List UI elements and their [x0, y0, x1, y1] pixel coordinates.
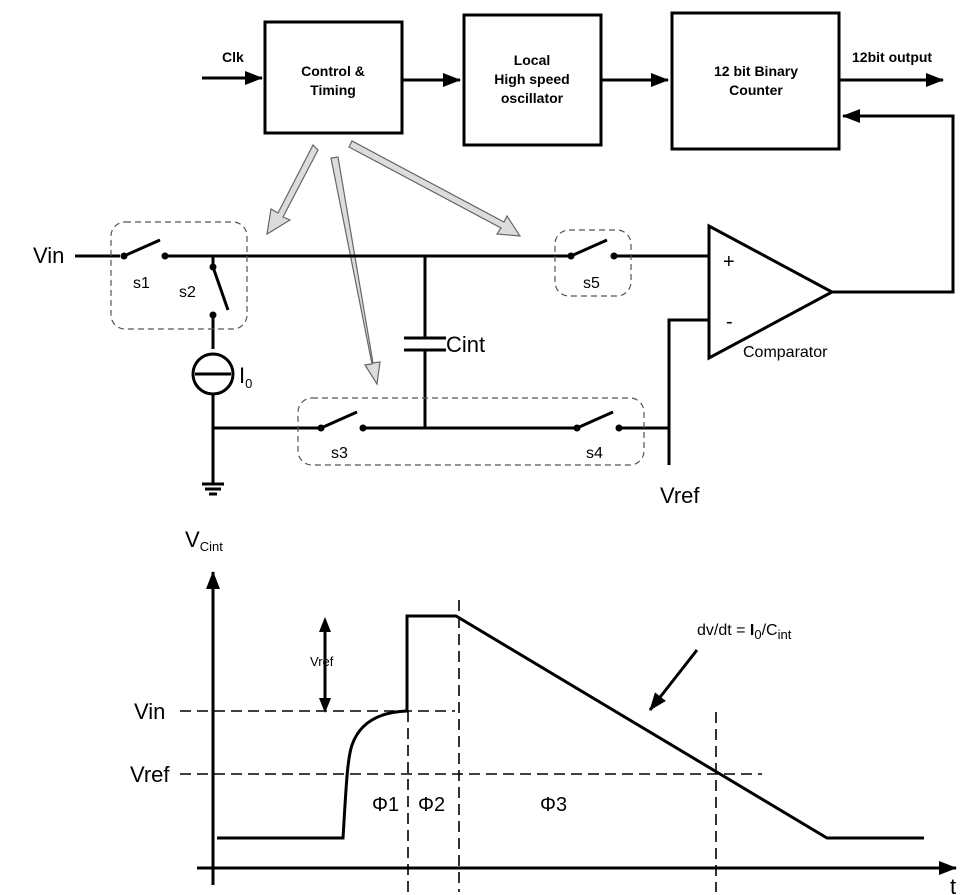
- comparator-label: Comparator: [743, 344, 828, 361]
- switch-s2: [209, 256, 230, 319]
- cint-label: Cint: [446, 332, 485, 357]
- clk-input: Clk: [202, 49, 263, 85]
- slope-i-sub: 0: [754, 627, 761, 642]
- vref-magnitude-arrow: [319, 617, 331, 713]
- slope-slash: /C: [762, 622, 778, 639]
- ground-symbol: [202, 482, 224, 496]
- i0-label: I0: [239, 363, 252, 391]
- vin-input-label: Vin: [33, 243, 64, 268]
- slope-c-sub: int: [778, 627, 792, 642]
- phase-label-1: Φ1: [372, 794, 399, 816]
- vref-input-label: Vref: [660, 483, 700, 508]
- counter-label-2: Counter: [729, 82, 783, 98]
- oscillator-block: Local High speed oscillator: [462, 13, 603, 147]
- comparator-plus: +: [723, 251, 735, 273]
- control-arrow-s1s2: [266, 143, 319, 236]
- switch-group-s5: [554, 229, 632, 297]
- switch-group-s1-s2: [110, 221, 248, 330]
- output-label: 12bit output: [852, 49, 932, 65]
- control-arrow-s3s4: [330, 156, 381, 386]
- phase-label-2: Φ2: [418, 794, 445, 816]
- waveform-xlabel: t: [950, 874, 956, 895]
- switch-label-s3: s3: [331, 445, 348, 462]
- switch-label-s2: s2: [179, 284, 196, 301]
- vcint-waveform: [217, 614, 924, 840]
- clk-label: Clk: [222, 49, 244, 65]
- waveform-ylabel-main: V: [185, 527, 200, 552]
- switch-s3: [317, 410, 367, 432]
- control-label-1: Control &: [301, 63, 365, 79]
- osc-label-2: High speed: [494, 71, 569, 87]
- counter-label-1: 12 bit Binary: [714, 63, 798, 79]
- counter-output: 12bit output: [839, 49, 944, 87]
- waveform-vin-label: Vin: [134, 699, 165, 724]
- phase-label-3: Φ3: [540, 794, 567, 816]
- i0-subscript: 0: [245, 376, 252, 391]
- slope-arrow: [648, 649, 699, 711]
- switch-s5: [567, 238, 618, 260]
- waveform-vref-label: Vref: [130, 762, 170, 787]
- control-label-2: Timing: [310, 82, 356, 98]
- switch-label-s1: s1: [133, 275, 150, 292]
- counter-block: 12 bit Binary Counter: [670, 11, 841, 151]
- control-arrow-s5: [348, 140, 522, 237]
- comparator: + -: [707, 223, 836, 361]
- comparator-minus: -: [726, 311, 733, 333]
- osc-label-3: oscillator: [501, 90, 564, 106]
- control-timing-block: Control & Timing: [263, 20, 404, 135]
- switch-label-s4: s4: [586, 445, 603, 462]
- feedback-line: [832, 109, 955, 294]
- osc-label-1: Local: [514, 52, 551, 68]
- switch-s1: [120, 238, 169, 260]
- vref-magnitude-label: Vref: [310, 654, 334, 669]
- i0-main: I: [239, 363, 245, 388]
- capacitor-cint: [404, 256, 446, 428]
- waveform-ylabel: VCint: [185, 527, 223, 554]
- current-source-i0: [191, 352, 235, 396]
- switch-label-s5: s5: [583, 275, 600, 292]
- slope-label: dv/dt = I0/Cint: [697, 622, 792, 642]
- vref-wire: [667, 318, 710, 465]
- waveform-ylabel-sub: Cint: [200, 539, 224, 554]
- switch-group-s3-s4: [297, 397, 645, 466]
- switch-s4: [573, 410, 623, 432]
- slope-i: I: [750, 622, 754, 639]
- slope-pre: dv/dt =: [697, 622, 750, 639]
